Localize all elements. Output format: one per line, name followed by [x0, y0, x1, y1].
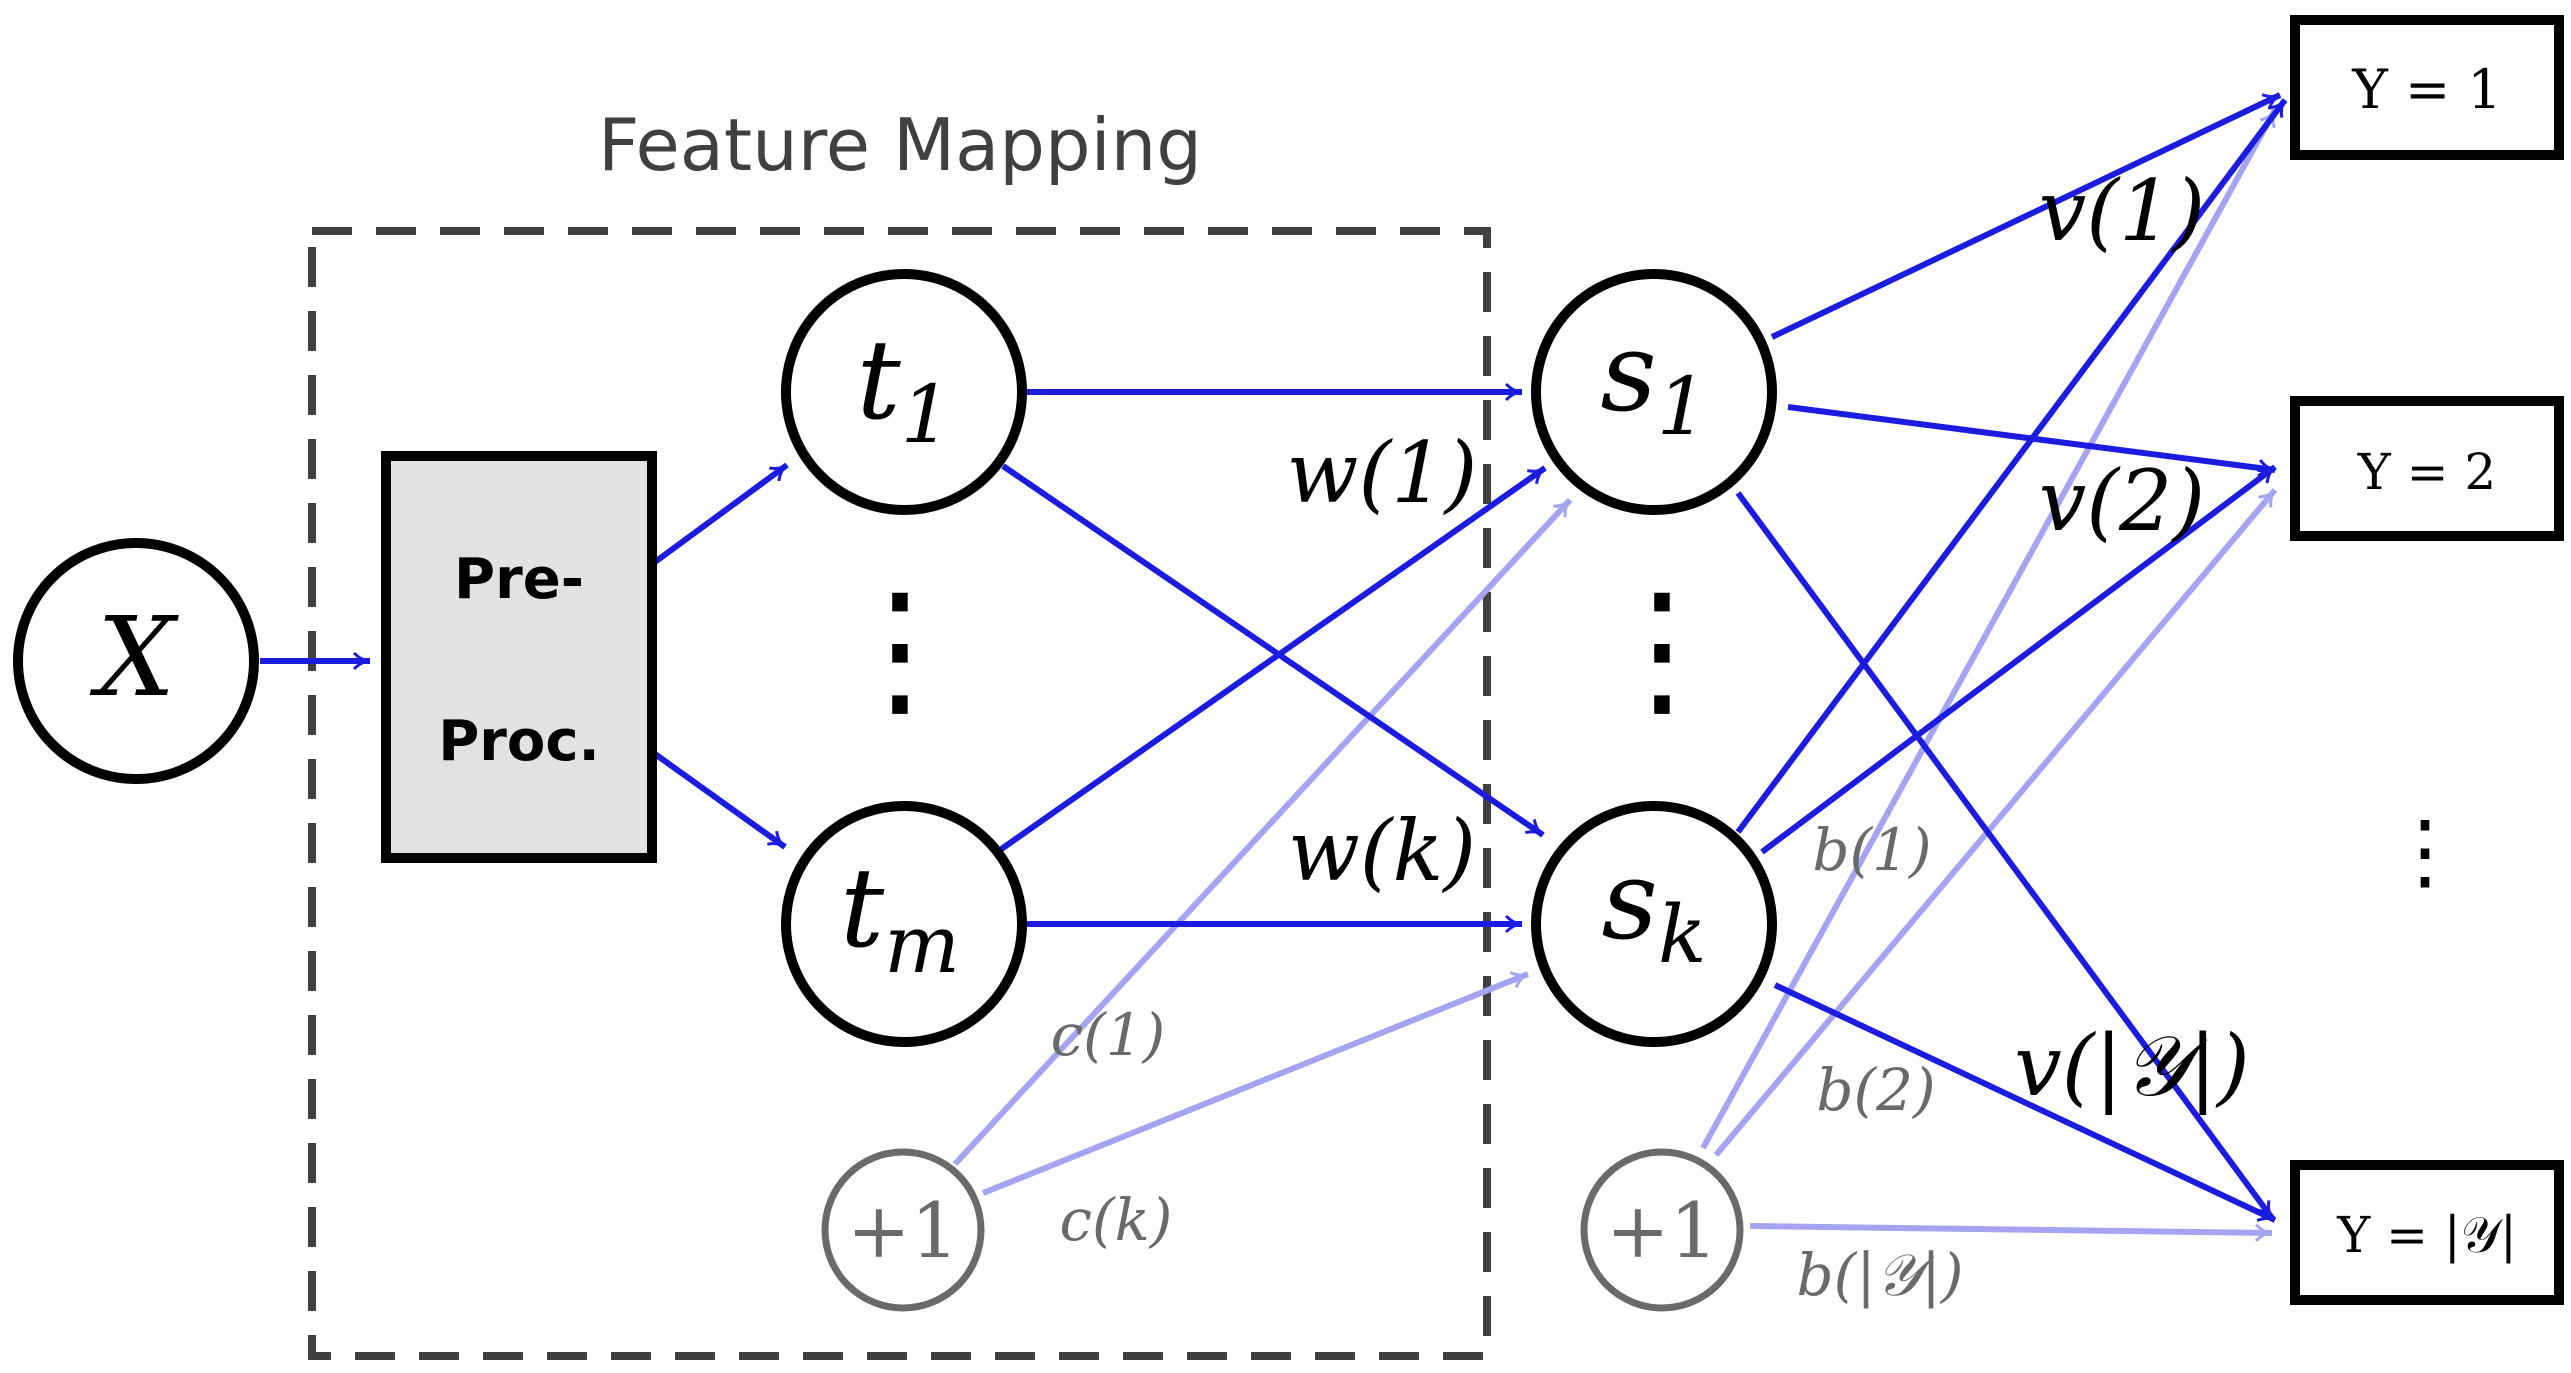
edge-tm-to-s1	[998, 465, 1547, 853]
output-box-y1: Y = 1	[2290, 15, 2564, 160]
s-node-last-base: s	[1602, 836, 1658, 964]
label-bN: b(|𝒴|)	[1797, 1241, 1964, 1309]
preprocessing-line2: Proc.	[438, 709, 600, 774]
bias-node-left-label: +1	[847, 1186, 959, 1275]
edge-bias-left-to-s1	[952, 497, 1573, 1167]
preprocessing-box: Pre- Proc.	[381, 451, 657, 863]
output-yN-label: Y = |𝒴|	[2336, 1206, 2517, 1264]
edge-preproc-to-tm	[653, 751, 787, 850]
feature-mapping-title: Feature Mapping	[598, 103, 1202, 187]
edge-s1-to-yN	[1735, 491, 2275, 1220]
edge-t1-to-sk	[1001, 463, 1545, 838]
s-node-first-base: s	[1600, 308, 1656, 436]
edge-preproc-to-t1	[653, 462, 789, 565]
label-ck: c(k)	[1060, 1186, 1173, 1254]
label-c1: c(1)	[1051, 1001, 1166, 1069]
edge-bias-right-to-yN	[1749, 1223, 2273, 1242]
bias-node-right-label: +1	[1606, 1186, 1718, 1275]
svg-text:s1: s1	[1600, 308, 1707, 453]
svg-text:tm: tm	[840, 844, 960, 991]
edge-bias-right-to-y2	[1713, 488, 2278, 1157]
bias-node-left: +1	[821, 1148, 985, 1312]
t-nodes-ellipsis: ⋮	[825, 562, 975, 736]
t-node-first: t1	[781, 269, 1027, 515]
edge-sk-to-yN	[1773, 982, 2277, 1223]
t-node-last-base: t	[840, 844, 885, 972]
output-box-yN: Y = |𝒴|	[2290, 1160, 2564, 1305]
svg-text:t1: t1	[856, 316, 951, 461]
label-v2: v(2)	[2039, 452, 2205, 550]
edge-sk-to-y2	[1760, 464, 2277, 855]
edge-sk-to-y1	[1735, 98, 2288, 834]
svg-text:sk: sk	[1602, 836, 1707, 981]
t-node-first-base: t	[856, 316, 901, 444]
s-nodes-ellipsis: ⋮	[1587, 562, 1737, 736]
main-edges	[260, 92, 2288, 1223]
output-box-y2: Y = 2	[2290, 396, 2564, 541]
bias-node-right: +1	[1580, 1148, 1744, 1312]
s-node-first-sub: 1	[1657, 360, 1708, 453]
output-y1-label: Y = 1	[2351, 58, 2502, 121]
label-b1: b(1)	[1812, 816, 1931, 884]
input-node-x: X	[13, 538, 259, 784]
output-y2-label: Y = 2	[2357, 443, 2497, 501]
label-v1: v(1)	[2039, 162, 2205, 260]
s-node-last-sub: k	[1658, 888, 1706, 981]
t-node-first-sub: 1	[901, 368, 952, 461]
label-w1: w(1)	[1287, 424, 1478, 522]
s-node-last: sk	[1531, 801, 1777, 1047]
label-vN: v(|𝒴|)	[2014, 1017, 2249, 1115]
t-node-last-sub: m	[884, 898, 960, 991]
label-wk: w(k)	[1288, 802, 1476, 900]
s-node-first: s1	[1531, 269, 1777, 515]
bias-edges	[952, 108, 2278, 1242]
edge-bias-left-to-sk	[981, 971, 1530, 1196]
t-node-last: tm	[781, 801, 1027, 1047]
edge-s1-to-y1	[1770, 92, 2282, 340]
bias-labels: c(1) c(k) b(1) b(2) b(|𝒴|)	[1051, 816, 1964, 1309]
preprocessing-line1: Pre-	[454, 547, 584, 612]
label-b2: b(2)	[1816, 1056, 1935, 1124]
outputs-ellipsis: ⋮	[2383, 802, 2467, 900]
weight-labels: w(1) w(k) v(1) v(2) v(|𝒴|)	[1287, 162, 2250, 1115]
input-node-label: X	[89, 593, 179, 721]
edge-bias-right-to-y1	[1700, 108, 2278, 1150]
